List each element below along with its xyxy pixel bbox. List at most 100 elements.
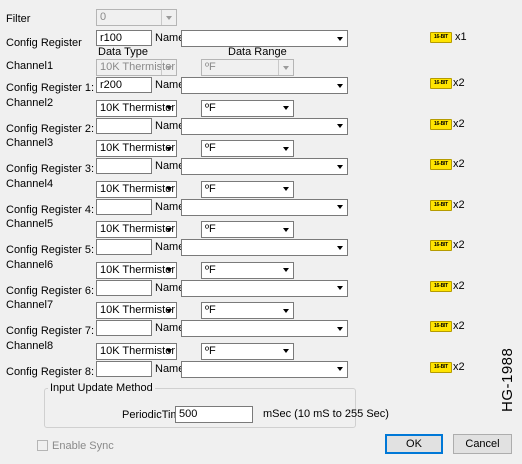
config-register-name-select[interactable]	[181, 320, 348, 337]
config-register-label: Config Register 7:	[6, 325, 95, 337]
16-bit-badge-icon: 16-BIT	[430, 361, 452, 373]
config-register-name-select[interactable]	[181, 158, 348, 175]
config-register-name-label: Name:	[155, 160, 188, 172]
data-range-select[interactable]: ºF	[201, 221, 294, 238]
data-range-select[interactable]: ºF	[201, 140, 294, 157]
config-register-name-select[interactable]	[181, 77, 348, 94]
chevron-down-icon[interactable]	[161, 263, 176, 278]
data-range-select[interactable]: ºF	[201, 99, 294, 117]
data-range-value: ºF	[205, 101, 216, 114]
config-register-input[interactable]	[96, 158, 152, 174]
channel-label: Channel8	[6, 339, 54, 352]
config-register-name-label: Name:	[155, 322, 188, 334]
data-range-value: ºF	[205, 61, 216, 73]
chevron-down-icon[interactable]	[332, 362, 347, 377]
config-register-name-select[interactable]	[181, 30, 348, 47]
chevron-down-icon[interactable]	[278, 182, 293, 197]
data-type-value: 10K Thermistor	[100, 61, 175, 73]
data-type-value: 10K Thermistor	[100, 223, 175, 235]
data-type-select[interactable]: 10K Thermistor	[96, 180, 177, 198]
data-range-value: ºF	[205, 182, 216, 195]
config-register-name-select[interactable]	[181, 279, 348, 297]
16-bit-badge-icon: 16-BIT	[430, 199, 452, 211]
config-register-name-label: Name:	[155, 241, 188, 253]
periodic-time-label: PeriodicTime:	[122, 409, 189, 421]
data-range-select[interactable]: ºF	[201, 302, 294, 319]
16-bit-badge-icon: 16-BIT	[430, 321, 452, 332]
chevron-down-icon[interactable]	[278, 222, 293, 237]
chevron-down-icon[interactable]	[332, 321, 347, 336]
chevron-down-icon[interactable]	[332, 31, 347, 46]
config-register-name-select[interactable]	[181, 360, 348, 378]
config-register-input[interactable]: r200	[96, 77, 152, 93]
periodic-time-input[interactable]: 500	[175, 406, 253, 423]
data-type-select[interactable]: 10K Thermistor	[96, 221, 177, 238]
chevron-down-icon[interactable]	[332, 78, 347, 93]
config-register-input[interactable]	[96, 360, 152, 377]
chevron-down-icon[interactable]	[161, 182, 176, 197]
data-range-value: ºF	[205, 304, 216, 316]
filter-value: 0	[100, 11, 107, 23]
chevron-down-icon[interactable]	[278, 101, 293, 116]
data-type-select[interactable]: 10K Thermistor	[96, 302, 177, 319]
config-register-name-select[interactable]	[181, 239, 348, 256]
cancel-button[interactable]: Cancel	[453, 434, 512, 454]
config-register-label: Config Register	[6, 37, 82, 49]
config-register-label: Config Register 4:	[6, 203, 95, 216]
ok-button[interactable]: OK	[385, 434, 443, 454]
chevron-down-icon[interactable]	[161, 344, 176, 359]
data-type-select[interactable]: 10K Thermistor	[96, 261, 177, 279]
register-multiplier: x2	[453, 117, 465, 130]
config-register-input[interactable]	[96, 279, 152, 296]
config-register-input[interactable]	[96, 198, 152, 215]
16-bit-badge-icon: 16-BIT	[430, 78, 452, 89]
data-type-select[interactable]: 10K Thermistor	[96, 342, 177, 360]
16-bit-badge-icon: 16-BIT	[430, 240, 452, 251]
chevron-down-icon[interactable]	[278, 303, 293, 318]
chevron-down-icon[interactable]	[332, 159, 347, 174]
config-register-input[interactable]: r100	[96, 30, 152, 46]
chevron-down-icon[interactable]	[161, 60, 176, 75]
channel-label: Channel7	[6, 299, 54, 311]
config-register-name-label: Name:	[155, 79, 188, 91]
chevron-down-icon[interactable]	[278, 60, 293, 75]
data-range-select[interactable]: ºF	[201, 180, 294, 198]
data-type-select[interactable]: 10K Thermistor	[96, 99, 177, 117]
register-multiplier: x2	[453, 320, 465, 332]
data-type-value: 10K Thermistor	[100, 344, 175, 357]
chevron-down-icon[interactable]	[278, 263, 293, 278]
chevron-down-icon[interactable]	[161, 101, 176, 116]
config-register-name-select[interactable]	[181, 198, 348, 216]
config-register-name-label: Name:	[155, 119, 188, 132]
channel-label: Channel5	[6, 218, 54, 230]
chevron-down-icon[interactable]	[278, 344, 293, 359]
config-register-input[interactable]	[96, 239, 152, 255]
register-multiplier: x2	[453, 279, 465, 292]
chevron-down-icon[interactable]	[278, 141, 293, 156]
register-multiplier: x2	[453, 77, 465, 89]
channel-label: Channel3	[6, 137, 54, 149]
register-multiplier: x2	[453, 239, 465, 251]
config-register-input[interactable]	[96, 320, 152, 336]
data-range-select[interactable]: ºF	[201, 261, 294, 279]
data-type-value: 10K Thermistor	[100, 182, 175, 195]
config-register-input[interactable]	[96, 117, 152, 134]
chevron-down-icon[interactable]	[332, 200, 347, 215]
data-range-select: ºF	[201, 59, 294, 76]
chevron-down-icon[interactable]	[161, 141, 176, 156]
enable-sync-label: Enable Sync	[52, 440, 114, 452]
data-range-select[interactable]: ºF	[201, 342, 294, 360]
chevron-down-icon[interactable]	[161, 222, 176, 237]
chevron-down-icon[interactable]	[161, 303, 176, 318]
data-range-value: ºF	[205, 223, 216, 235]
chevron-down-icon[interactable]	[332, 281, 347, 296]
periodic-time-units: mSec (10 mS to 255 Sec)	[263, 408, 389, 420]
enable-sync-checkbox[interactable]	[37, 440, 48, 451]
config-register-name-select[interactable]	[181, 117, 348, 135]
chevron-down-icon[interactable]	[332, 240, 347, 255]
data-range-value: ºF	[205, 142, 216, 154]
chevron-down-icon[interactable]	[332, 119, 347, 134]
data-type-select[interactable]: 10K Thermistor	[96, 140, 177, 157]
config-register-name-label: Name:	[155, 200, 188, 213]
filter-label: Filter	[6, 13, 31, 25]
